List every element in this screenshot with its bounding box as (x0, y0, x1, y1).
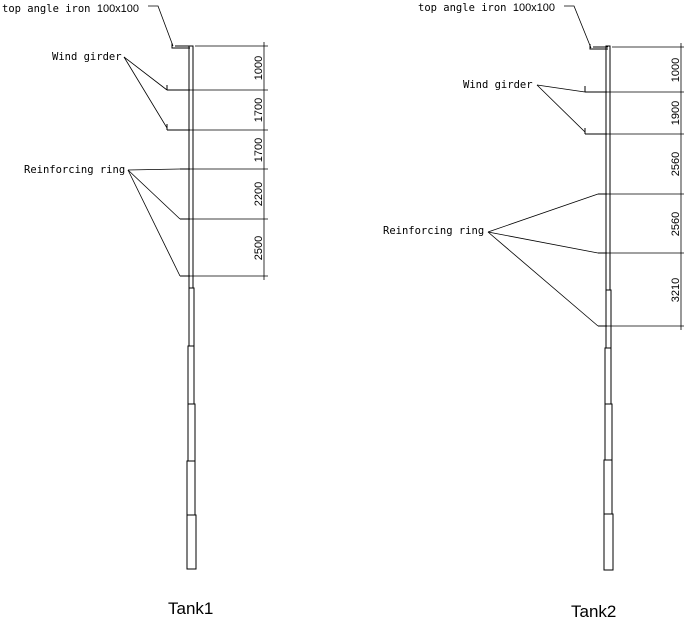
tank2-top-angle-label: top angle iron 100x100 (418, 2, 555, 14)
tank1-top-angle-iron (171, 43, 190, 49)
tank2-dim-4: 2560 (670, 212, 682, 236)
tank2-drawing: 1000 1900 2560 2560 3210 top angle iron … (383, 2, 684, 621)
tank1-dimension-lines (190, 42, 268, 280)
tank2-dim-1: 1000 (670, 58, 682, 82)
tank2-reinforcing-ring-label: Reinforcing ring (383, 225, 484, 237)
tank1-reinforcing-rings (180, 168, 190, 277)
tank2-dim-5: 3210 (670, 278, 682, 302)
tank1-reinforcing-ring-label: Reinforcing ring (24, 164, 125, 176)
tank2-caption: Tank2 (571, 602, 616, 621)
tank1-drawing: 1000 1700 1700 2200 2500 top angle iron … (2, 3, 268, 618)
tank1-caption: Tank1 (168, 599, 213, 618)
tank1-wind-girder-label: Wind girder (52, 51, 122, 63)
tank1-wind-girders (166, 85, 190, 131)
tank1-dim-4: 2200 (253, 182, 265, 206)
tank2-leader-lines (487, 5, 599, 327)
tank2-shell (603, 45, 614, 571)
tank2-wind-girder-label: Wind girder (463, 79, 533, 91)
tank2-wind-girders (584, 86, 607, 135)
tank2-reinforcing-rings (598, 193, 607, 327)
tank2-dim-3: 2560 (670, 152, 682, 176)
tank1-dim-5: 2500 (253, 236, 265, 260)
tank1-top-angle-label: top angle iron 100x100 (2, 3, 139, 15)
tank1-dim-1: 1000 (253, 56, 265, 80)
tank2-dim-2: 1900 (670, 101, 682, 125)
tank1-shell (186, 45, 197, 570)
tank2-dimension-lines (607, 43, 684, 330)
tank1-leader-lines (123, 5, 181, 277)
tank1-dim-3: 1700 (253, 138, 265, 162)
tank1-dim-2: 1700 (253, 98, 265, 122)
